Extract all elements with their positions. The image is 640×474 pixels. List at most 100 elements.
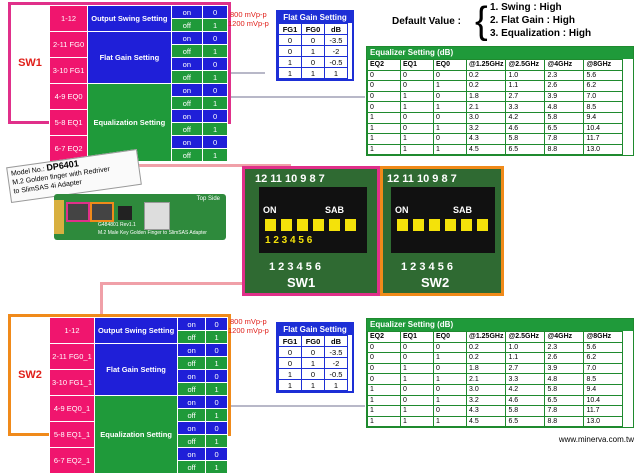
sw2-rows: 1-12 Output Swing Setting on 0 off 1 2-1… [48, 317, 228, 474]
state-cell: off [177, 356, 207, 370]
table-row: 4-9 EQ0_1 Equalization Setting on 0 [48, 395, 228, 474]
cell: 4.5 [465, 143, 507, 156]
sw1-toggle-row [265, 219, 361, 231]
cell: 2.7 [505, 90, 546, 103]
cell: 0 [278, 346, 302, 358]
bit-cell: 1 [205, 330, 228, 344]
cell: 1 [433, 80, 467, 92]
table-row: 3-10 FG1_1 on 0 [48, 369, 228, 396]
cell: 0 [400, 69, 434, 82]
table-row: 1-12 Output Swing Setting on 0 [48, 317, 228, 344]
bit-cell: 0 [202, 57, 228, 71]
cell: 0 [400, 341, 434, 354]
bit-cell: 0 [202, 135, 228, 149]
bit-cell: 1 [202, 70, 228, 84]
group-cell: Equalization Setting [94, 395, 179, 474]
table-row: off 1 [50, 148, 228, 162]
pcb-board: Top Side G484801 Rev1.1 M.2 Male Key Gol… [54, 194, 226, 240]
pin-cell: 1-12 [48, 317, 96, 344]
group-cell: Output Swing Setting [94, 317, 179, 344]
cell: 1 [433, 143, 467, 156]
cell: 11.7 [583, 133, 624, 145]
cell: 1 [278, 368, 302, 380]
cell: 10.4 [583, 122, 624, 135]
cell: 0.2 [465, 80, 507, 92]
cell: @4GHz [544, 331, 585, 343]
cell: 3.0 [465, 111, 507, 124]
cell: 4.3 [465, 405, 507, 417]
cell: EQ1 [400, 59, 434, 71]
top-side-label: Top Side [196, 196, 220, 202]
swing-label-top-2: 800 mVp-p [230, 317, 267, 326]
state-cell: on [177, 369, 207, 383]
swing-label-top: 800 mVp-p [230, 10, 267, 19]
flat-gain-title: Flat Gain Setting [278, 324, 352, 335]
cell: 5.8 [544, 111, 585, 124]
pin-cell: 2-11 FG0 [48, 31, 89, 58]
cell: 0 [433, 341, 467, 354]
cell: 5.8 [505, 405, 546, 417]
default-item-flat-gain: 2. Flat Gain : High [490, 15, 576, 26]
cell: 1 [400, 415, 434, 428]
cell: 1.8 [465, 90, 507, 103]
cell: 0.2 [465, 352, 507, 364]
cell: 3.2 [465, 394, 507, 407]
cell: 1 [400, 362, 434, 375]
cell: 0.2 [465, 69, 507, 82]
cell: 1 [367, 143, 401, 156]
pin-cell: 5-8 EQ1_1 [48, 421, 96, 448]
cell: 0 [367, 80, 401, 92]
sw1-label: SW1 [18, 57, 42, 69]
bit-cell: 0 [205, 447, 228, 461]
cell: 1.8 [465, 362, 507, 375]
state-cell: on [177, 317, 207, 331]
table-row: off 1 [50, 356, 228, 370]
cell: @1.25GHz [465, 59, 507, 71]
cell: 1.1 [505, 80, 546, 92]
state-cell: off [170, 44, 204, 58]
cell: 8.8 [544, 415, 585, 428]
bit-cell: 0 [205, 343, 228, 357]
bit-cell: 1 [205, 356, 228, 370]
state-cell: on [170, 31, 204, 45]
cell: 0 [400, 352, 434, 364]
cell: 3.3 [505, 373, 546, 385]
cell: 1 [278, 379, 302, 391]
sw1-photo: 12 11 10 9 8 7 ON SAB 1 2 3 4 5 6 1 2 3 … [242, 166, 380, 296]
state-cell: off [177, 382, 207, 396]
cell: 7.8 [544, 133, 585, 145]
table-row: 5-8 EQ1 on 0 [48, 109, 228, 136]
cell: 2.1 [465, 373, 507, 385]
bit-cell: 0 [205, 395, 228, 409]
sw2-on-label: ON [395, 205, 409, 215]
cell: 3.9 [544, 90, 585, 103]
bit-cell: 1 [205, 382, 228, 396]
cell: 0 [400, 122, 434, 135]
cell: 7.8 [544, 405, 585, 417]
cell: -3.5 [324, 34, 348, 46]
cell: 4.8 [544, 373, 585, 385]
cell: 4.8 [544, 101, 585, 113]
cell: 0 [367, 341, 401, 354]
cell: 0 [367, 373, 401, 385]
cell: 2.7 [505, 362, 546, 375]
state-cell: on [177, 343, 207, 357]
cell: 1 [400, 143, 434, 156]
cell: 1 [367, 133, 401, 145]
state-cell: on [170, 109, 204, 123]
state-cell: off [177, 434, 207, 448]
bit-cell: 1 [205, 460, 228, 474]
bit-cell: 1 [202, 148, 228, 162]
cell: 5.6 [583, 69, 624, 82]
